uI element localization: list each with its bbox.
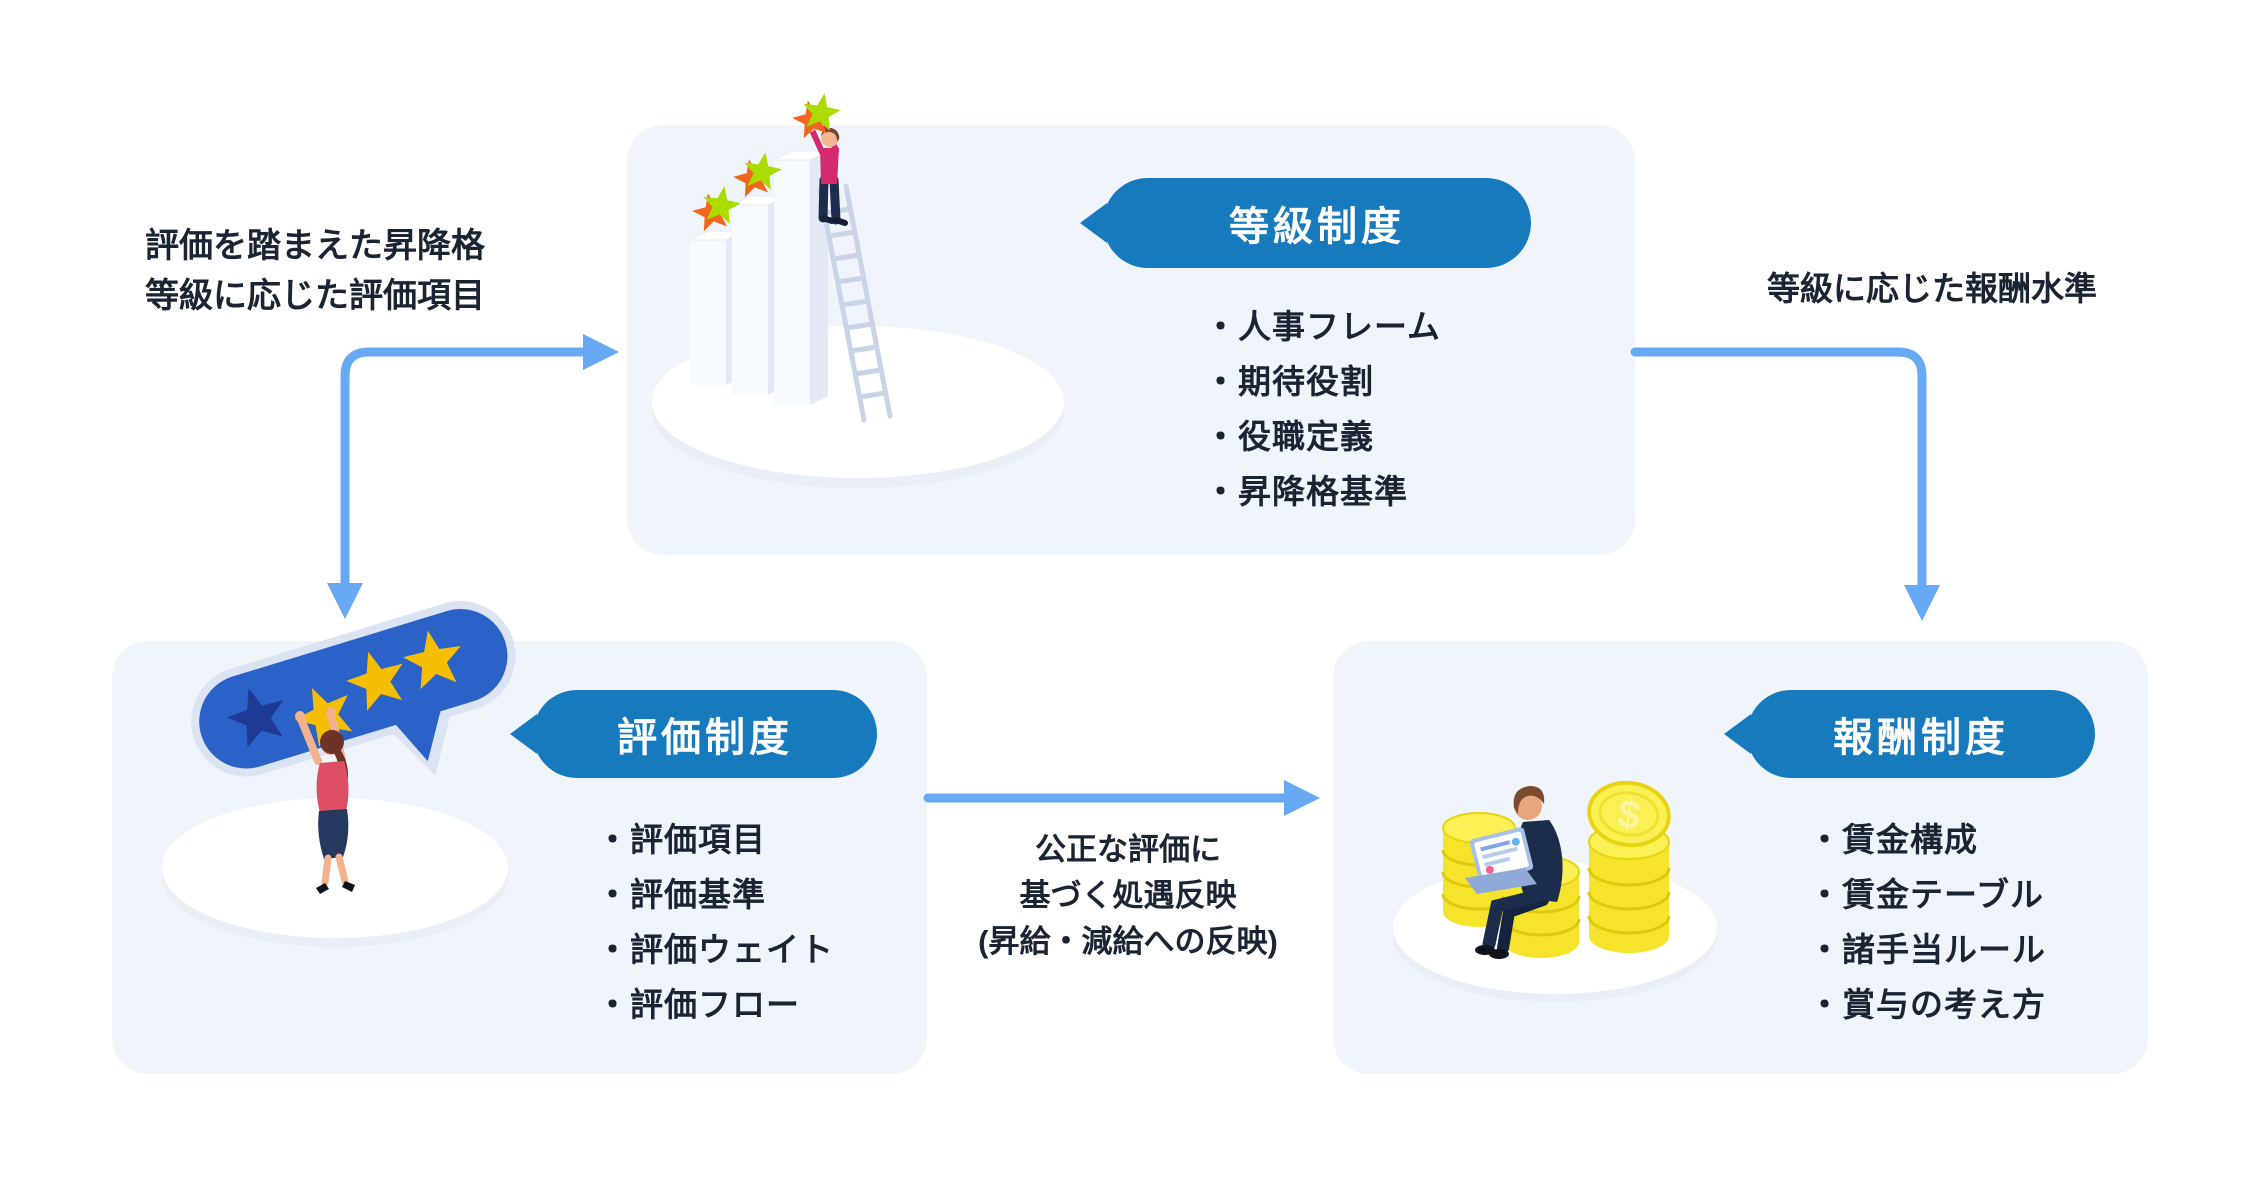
list-item: ・賃金テーブル bbox=[1808, 876, 2045, 913]
rating-speech-bubble-icon bbox=[191, 601, 516, 777]
badge-tail-icon bbox=[1724, 714, 1751, 754]
evaluation-badge: 評価制度 bbox=[510, 690, 877, 778]
list-item: ・賃金構成 bbox=[1808, 821, 1978, 858]
arrow-evaluation-compensation bbox=[923, 780, 1320, 816]
compensation-item-list: ・賃金構成 ・賃金テーブル ・諸手当ルール ・賞与の考え方 bbox=[1808, 812, 2046, 1032]
arrow-right-icon bbox=[1284, 780, 1320, 816]
grade-bars-stars-illustration bbox=[652, 90, 1064, 488]
list-item: ・評価基準 bbox=[596, 876, 766, 913]
note-grade-compensation: 等級に応じた報酬水準 bbox=[1732, 267, 2132, 311]
arrow-down-icon bbox=[1904, 585, 1940, 621]
evaluation-badge-label: 評価制度 bbox=[617, 716, 793, 760]
list-item: ・評価フロー bbox=[596, 986, 800, 1023]
badge-tail-icon bbox=[1080, 203, 1107, 243]
compensation-badge: 報酬制度 bbox=[1724, 690, 2095, 778]
note-evaluation-compensation: 公正な評価に 基づく処遇反映 (昇給・減給への反映) bbox=[921, 827, 1335, 965]
laptop-icon bbox=[1469, 827, 1534, 882]
grade-item-list: ・人事フレーム ・期待役割 ・役職定義 ・昇降格基準 bbox=[1204, 299, 1441, 519]
woman-figure bbox=[295, 707, 355, 894]
list-item: ・人事フレーム bbox=[1204, 308, 1442, 345]
grade-badge: 等級制度 bbox=[1080, 178, 1531, 268]
rating-bubble-illustration bbox=[162, 601, 516, 947]
grade-badge-label: 等級制度 bbox=[1229, 205, 1405, 249]
note-line: (昇給・減給への反映) bbox=[978, 924, 1278, 959]
note-line: 基づく処遇反映 bbox=[1019, 878, 1237, 913]
note-line: 公正な評価に bbox=[1035, 832, 1221, 867]
note-evaluation-grade: 評価を踏まえた昇降格 等級に応じた評価項目 bbox=[110, 221, 520, 321]
list-item: ・評価ウェイト bbox=[596, 931, 834, 968]
badge-tail-icon bbox=[510, 714, 537, 754]
compensation-badge-label: 報酬制度 bbox=[1833, 716, 2009, 760]
evaluation-item-list: ・評価項目 ・評価基準 ・評価ウェイト ・評価フロー bbox=[596, 812, 834, 1032]
arrow-grade-compensation bbox=[1630, 347, 1940, 621]
bar-columns bbox=[689, 150, 829, 405]
list-item: ・諸手当ルール bbox=[1808, 931, 2046, 968]
list-item: ・昇降格基準 bbox=[1204, 473, 1408, 510]
list-item: ・期待役割 bbox=[1204, 363, 1374, 400]
note-line: 等級に応じた評価項目 bbox=[145, 277, 485, 315]
list-item: ・賞与の考え方 bbox=[1808, 986, 2046, 1023]
list-item: ・評価項目 bbox=[596, 821, 766, 858]
list-item: ・役職定義 bbox=[1204, 418, 1374, 455]
coins-laptop-illustration: $ bbox=[1393, 780, 1717, 1002]
man-with-laptop bbox=[1465, 786, 1563, 959]
note-line: 等級に応じた報酬水準 bbox=[1767, 270, 2097, 307]
note-line: 評価を踏まえた昇降格 bbox=[145, 227, 485, 265]
ladder-icon bbox=[817, 183, 893, 423]
dollar-coin-icon: $ bbox=[1587, 780, 1671, 848]
arrow-right-icon bbox=[583, 334, 619, 370]
